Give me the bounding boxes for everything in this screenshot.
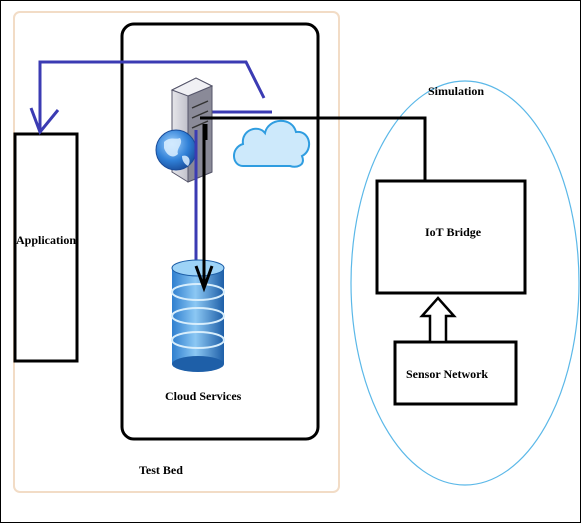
cloud-icon bbox=[233, 119, 311, 168]
sensor-network-label: Sensor Network bbox=[406, 367, 488, 381]
cloud-to-application-link bbox=[38, 60, 266, 132]
iot-bridge-box bbox=[375, 179, 527, 295]
application-arrowhead bbox=[29, 107, 60, 135]
test-bed-label: Test Bed bbox=[139, 463, 183, 477]
application-box bbox=[13, 132, 79, 363]
application-label: Application bbox=[16, 233, 76, 247]
simulation-label: Simulation bbox=[428, 84, 484, 98]
database-arrowhead bbox=[194, 265, 214, 293]
iot-bridge-label: IoT Bridge bbox=[425, 225, 482, 239]
globe-icon bbox=[155, 129, 197, 171]
cloud-services-label: Cloud Services bbox=[165, 389, 242, 403]
sensor-network-box bbox=[393, 340, 518, 406]
bridge-to-server-link bbox=[200, 116, 427, 181]
simulation-boundary bbox=[350, 80, 580, 486]
database-icon bbox=[171, 259, 225, 372]
sensor-to-bridge-arrow bbox=[419, 296, 457, 344]
cloud-services-box bbox=[120, 22, 320, 441]
